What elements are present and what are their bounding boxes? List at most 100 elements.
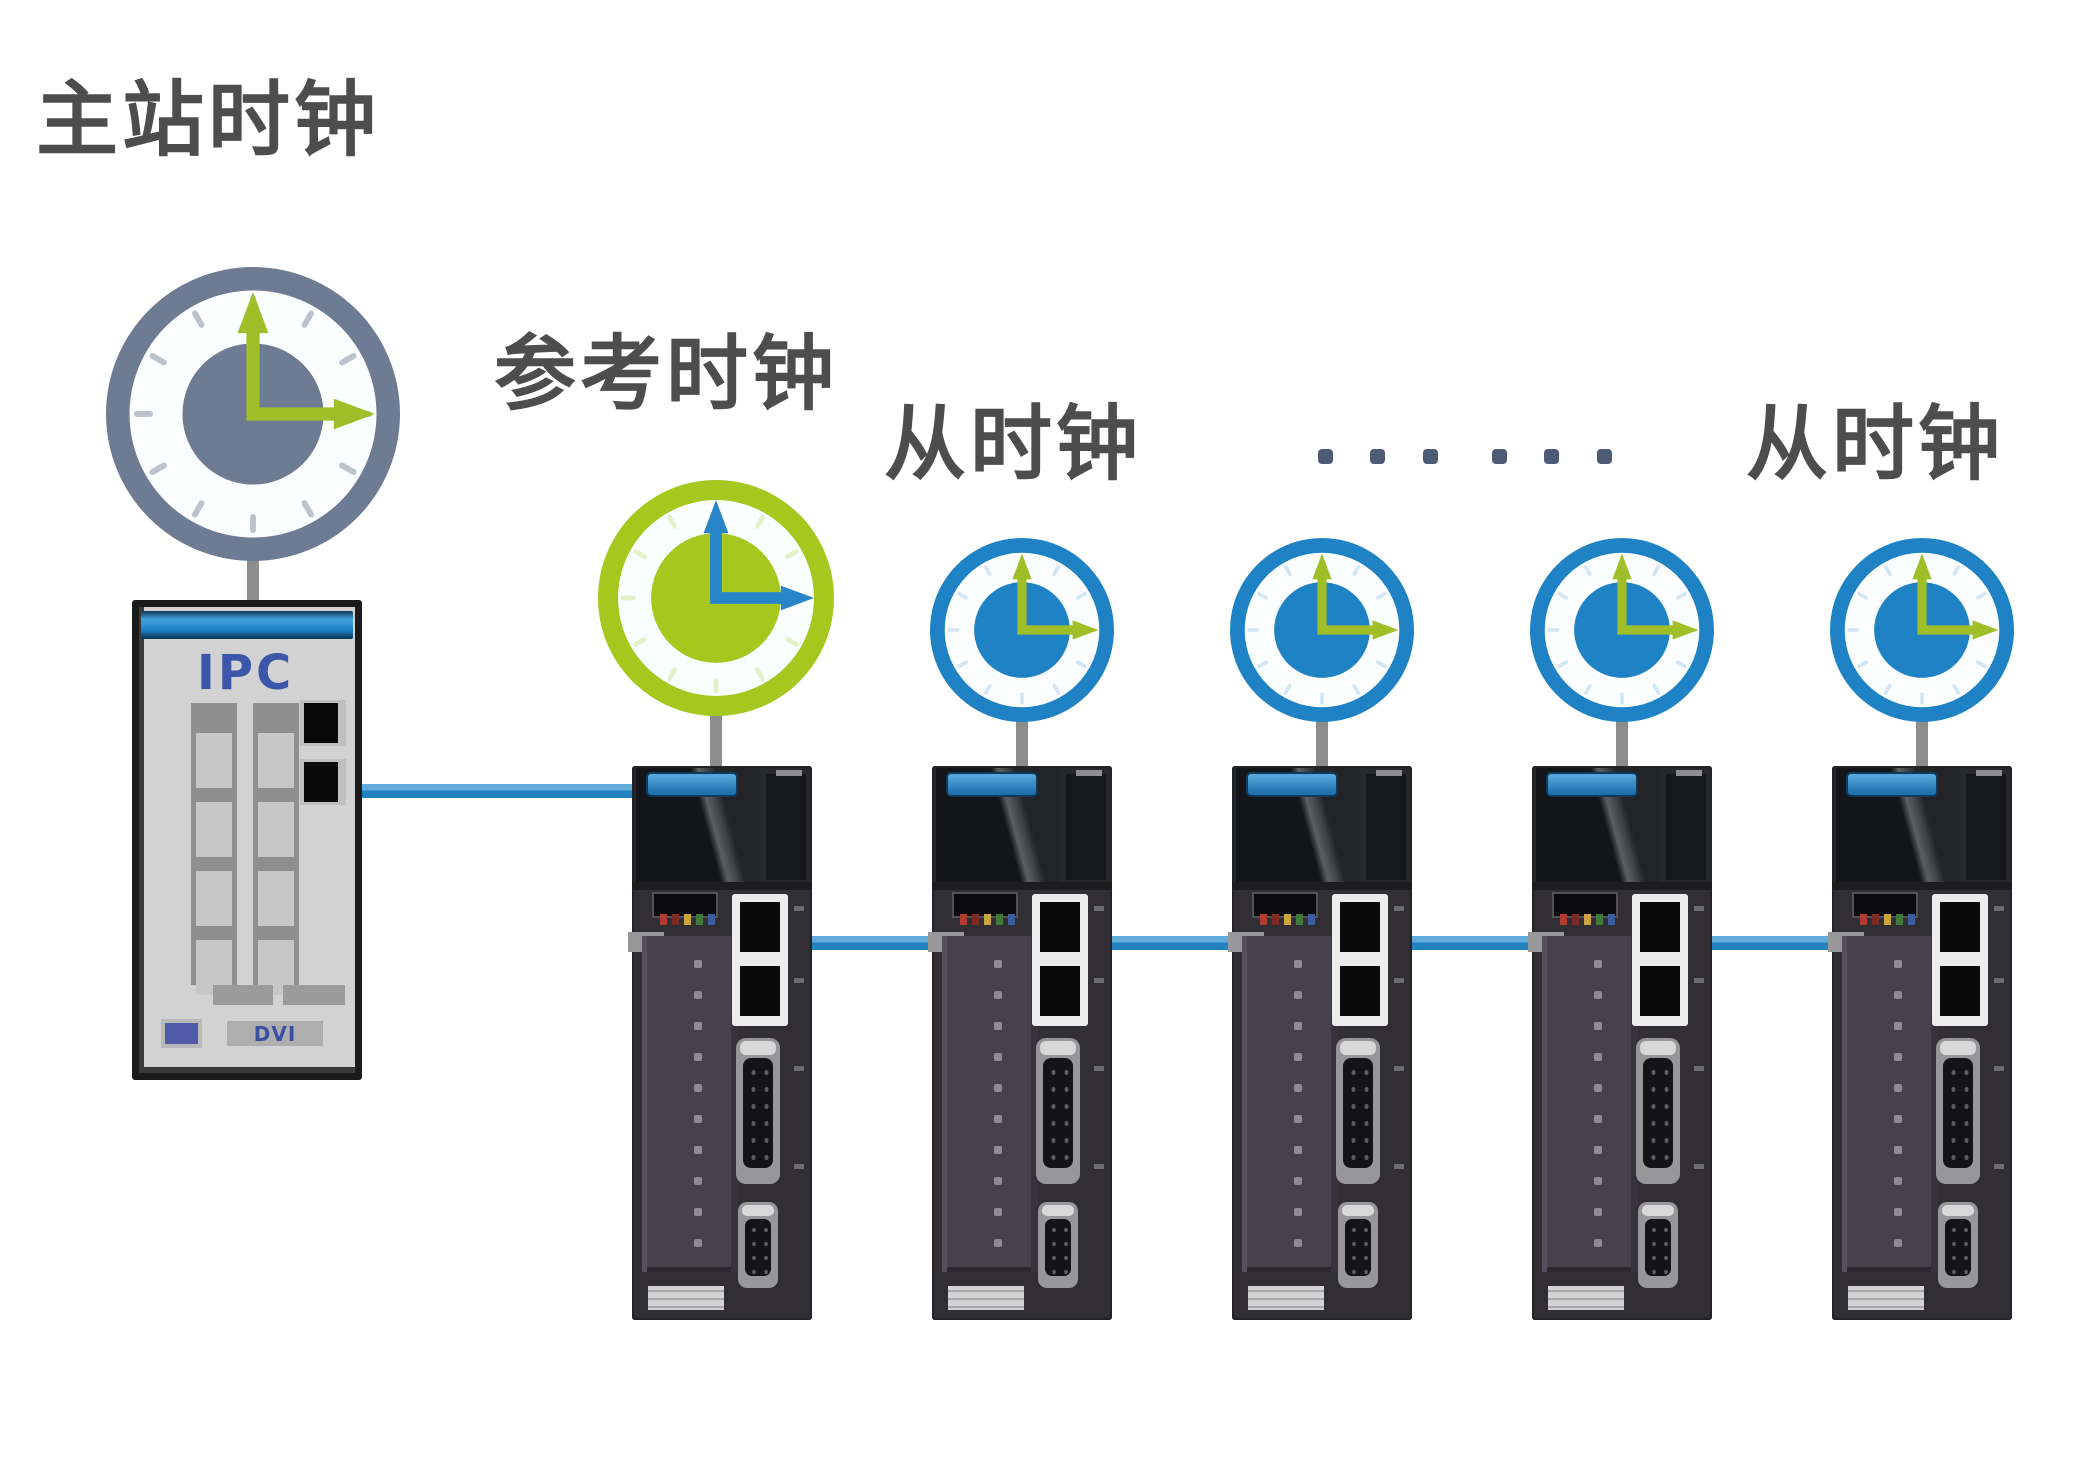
terminal-screw [1594, 991, 1602, 999]
terminal-screw [694, 1084, 702, 1092]
reference-clock-label: 参考时钟 [494, 327, 839, 422]
terminal-screw [1894, 1239, 1902, 1247]
terminal-screw [694, 960, 702, 968]
drive-status-leds [1260, 914, 1320, 926]
terminal-screw [994, 1115, 1002, 1123]
ipc-device: IPC DVI [132, 600, 362, 1080]
drive-status-leds [960, 914, 1020, 926]
ellipsis-dot [1370, 449, 1385, 464]
status-led [1560, 914, 1567, 925]
drive-terminal-block [1842, 936, 1938, 1272]
master-clock-stem [247, 548, 259, 606]
ellipsis-dot [1597, 449, 1612, 464]
drive-brand-strip [1848, 774, 1936, 795]
drive-top-right-panel [1966, 774, 2006, 880]
ethernet-port-out [740, 966, 780, 1016]
ethernet-port-out [1340, 966, 1380, 1016]
terminal-screw [1894, 1053, 1902, 1061]
drive-nameplate-sticker [1242, 1282, 1330, 1314]
ipc-vent-bar [213, 985, 273, 1005]
ipc-slot-segment [258, 871, 294, 926]
terminal-screw [994, 1146, 1002, 1154]
ethernet-port-in [1340, 902, 1380, 952]
drive-side-mark [1694, 906, 1704, 911]
drive-divider [632, 882, 812, 890]
drive-divider [1232, 882, 1412, 890]
ethernet-port-in [1640, 902, 1680, 952]
status-led [1260, 914, 1267, 925]
slave-clock-label-right: 从时钟 [1746, 397, 2005, 492]
drive-side-mark [794, 906, 804, 911]
drive-dsub-connector-small [1938, 1202, 1978, 1288]
drive-to-drive-cable [806, 936, 938, 950]
ipc-top-band [141, 611, 353, 639]
drive-brand-strip [1548, 774, 1636, 795]
terminal-screw [994, 1053, 1002, 1061]
terminal-screw [694, 1239, 702, 1247]
terminal-screw [1894, 960, 1902, 968]
terminal-screw [1894, 1115, 1902, 1123]
ellipsis-dot [1492, 449, 1507, 464]
terminal-screw [694, 1022, 702, 1030]
drive-dsub-connector [1036, 1038, 1080, 1184]
terminal-screw [694, 991, 702, 999]
terminal-screw [1294, 1208, 1302, 1216]
drive-dsub-connector-small [738, 1202, 778, 1288]
status-led [1572, 914, 1579, 925]
ipc-power-button [165, 1023, 198, 1044]
drive-side-mark [794, 978, 804, 983]
drive-display [954, 894, 1016, 916]
terminal-screw [694, 1053, 702, 1061]
ethernet-port-in [740, 902, 780, 952]
status-led [1860, 914, 1867, 925]
drive-side-mark [1094, 906, 1104, 911]
terminal-screw [1594, 1239, 1602, 1247]
drive-side-mark [1694, 1164, 1704, 1169]
terminal-screw [694, 1177, 702, 1185]
status-led [660, 914, 667, 925]
status-led [1308, 914, 1315, 925]
drive-dsub-connector [1336, 1038, 1380, 1184]
master-clock-label: 主站时钟 [36, 73, 381, 168]
drive-nameplate-sticker [942, 1282, 1030, 1314]
drive-side-mark [1994, 906, 2004, 911]
drive-terminal-block [1542, 936, 1638, 1272]
ipc-slot-segment [196, 733, 232, 788]
ipc-slot-segment [196, 802, 232, 857]
terminal-screw [1294, 1084, 1302, 1092]
terminal-screw [994, 1084, 1002, 1092]
reference-clock-icon [598, 480, 834, 716]
terminal-screw [694, 1146, 702, 1154]
status-led [1872, 914, 1879, 925]
drive-to-drive-cable [1106, 936, 1238, 950]
terminal-screw [1594, 1053, 1602, 1061]
drive-dsub-connector-small [1638, 1202, 1678, 1288]
drive-status-leds [1560, 914, 1620, 926]
reference-clock-stem [710, 704, 722, 768]
terminal-screw [1894, 1084, 1902, 1092]
servo-drive [928, 766, 1112, 1320]
drive-ethernet-ports [1932, 894, 1988, 1026]
status-led [1272, 914, 1279, 925]
status-led [1884, 914, 1891, 925]
drive-side-mark [1994, 1164, 2004, 1169]
ipc-slot-column [191, 703, 237, 995]
drive-top-vent [776, 770, 802, 776]
ipc-to-drive-cable [340, 784, 660, 798]
drive-divider [932, 882, 1112, 890]
drive-divider [1532, 882, 1712, 890]
drive-side-mark [794, 1164, 804, 1169]
drive-side-mark [1394, 906, 1404, 911]
drive-top-vent [1376, 770, 1402, 776]
drive-side-mark [1994, 978, 2004, 983]
slave-clock-stem [1316, 712, 1328, 768]
terminal-screw [1594, 1115, 1602, 1123]
drive-nameplate-sticker [1842, 1282, 1930, 1314]
drive-side-mark [1694, 978, 1704, 983]
terminal-screw [994, 1177, 1002, 1185]
drive-side-mark [1394, 978, 1404, 983]
status-led [984, 914, 991, 925]
terminal-screw [1294, 1239, 1302, 1247]
ethernet-port-in [1940, 902, 1980, 952]
drive-top-right-panel [1066, 774, 1106, 880]
